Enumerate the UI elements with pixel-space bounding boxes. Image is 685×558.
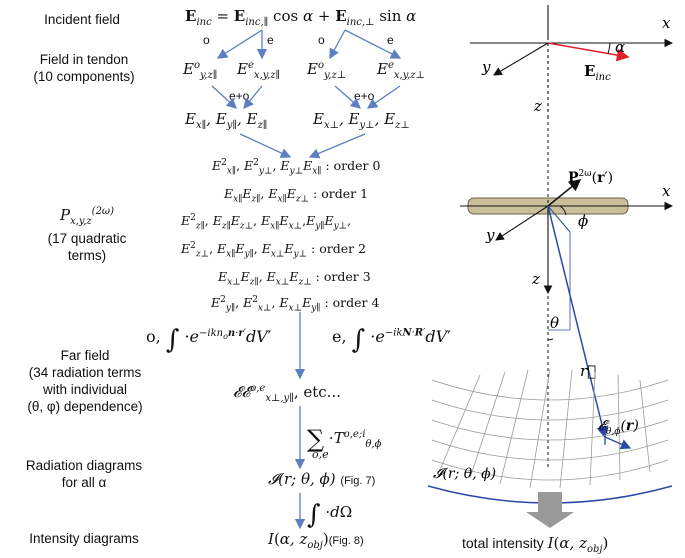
phi-symbol: ϕ [578, 212, 588, 230]
label-far-field: Far field(34 radiation terms with indivi… [27, 348, 143, 414]
incident-vector [547, 42, 630, 62]
arrow-label-e-1: e [267, 33, 274, 47]
alpha-arc [607, 42, 611, 55]
axis-z-top: z [533, 97, 542, 115]
eq-far-field-e: e, ∫ ·e−ikN·R′dV′ [332, 325, 451, 355]
incident-vector-label: Einc [584, 62, 611, 83]
eq-field-par-total: Ex∥, Ey∥, Ez∥ [185, 110, 268, 131]
eq-order-2a: E2z∥, Ez∥Ez⊥, Ex∥Ex⊥,Ey∥Ey⊥, [181, 213, 352, 232]
eq-order-1: Ex∥Ez∥, Ex∥Ez⊥ : order 1 [224, 186, 369, 205]
axis-y-bottom-line [495, 205, 549, 241]
alpha-symbol: α [615, 38, 625, 56]
label-intensity-diagrams: Intensity diagrams [29, 531, 139, 546]
eq-order-3: Ex⊥Ez∥, Ex⊥Ez⊥ : order 3 [218, 269, 371, 288]
p-symbol: Px,y,z(2ω) [59, 206, 114, 227]
eq-incident-field: Einc = Einc,∥ cos α + Einc,⊥ sin α [185, 7, 417, 28]
eq-sum-index: o,e [312, 448, 329, 461]
label-incident-field: Incident field [44, 12, 120, 27]
eq-sum-transmission: ∑ ·To,e;iθ,ϕ [307, 425, 382, 453]
total-intensity-label: total intensity I(α, zobj) [462, 534, 609, 556]
eq-radiation-diagram: 𝓘(r; θ, ϕ) (Fig. 7) [268, 470, 376, 488]
arrow-label-o-1: o [203, 33, 210, 47]
arrow-inc-to-e-perp [344, 29, 402, 59]
field-vector-e [604, 436, 632, 450]
arrow-e-perp-down [366, 85, 401, 109]
arrow-label-e-2: e [387, 33, 394, 47]
eq-order-0: E2x∥, E2y⊥, Ey⊥Ex∥ : order 0 [212, 158, 381, 177]
axis-x-bottom: x [662, 182, 671, 200]
eq-field-e-par: Eex,y,z∥ [237, 60, 281, 81]
theta-symbol: θ [550, 314, 559, 332]
arrow-par-to-quad [239, 133, 292, 158]
eq-order-4: E2y∥, E2x⊥, Ex⊥Ey∥ : order 4 [211, 295, 380, 314]
r-vector-label: r⃗ [580, 362, 596, 380]
axis-y-bottom: y [485, 226, 495, 244]
arrow-inc-to-o-par [216, 29, 263, 59]
eq-intensity-diagram: I(α, zobj)(Fig. 8) [268, 530, 364, 551]
axis-z-bottom: z [531, 270, 540, 288]
eq-field-e-perp: Eex,y,z⊥ [377, 60, 425, 81]
axis-y-top: y [481, 58, 491, 76]
eq-far-field-terms: 𝓔𝓔o,ex⊥,y∥, etc... [233, 383, 341, 404]
eq-integral-solid-angle: ∫ ·dΩ [307, 500, 353, 530]
wavefront-grid [431, 368, 669, 489]
arrow-o-perp-down [334, 85, 361, 109]
eq-order-2b: E2z⊥, Ex∥Ey∥, Ex⊥Ey⊥ : order 2 [181, 241, 367, 260]
arrow-label-o-2: o [318, 33, 325, 47]
polarization-label: P2ω(r′) [568, 169, 613, 186]
eq-field-o-par: Eoy,z∥ [183, 60, 218, 81]
arrow-o-par-down [211, 85, 237, 109]
arrow-e-par-down [243, 85, 263, 110]
arrow-inc-to-o-perp [329, 29, 346, 60]
eq-field-perp-total: Ex⊥, Ey⊥, Ez⊥ [313, 110, 410, 131]
arrow-perp-to-quad [308, 133, 366, 159]
total-intensity-arrow [526, 492, 574, 528]
phi-arc [559, 205, 567, 216]
incident-axes [470, 5, 674, 118]
radiation-label: 𝓘(r; θ, ϕ) [433, 466, 496, 482]
label-field-in-tendon: Field in tendon(10 components) [33, 52, 135, 84]
axis-x-top: x [662, 14, 671, 32]
theta-arc [547, 338, 554, 341]
r-vector [547, 205, 609, 439]
phi-projection [547, 205, 571, 233]
eq-far-field-o: o, ∫ ·e−iknon·r′dV′ [146, 325, 272, 355]
flow-arrows [211, 29, 402, 530]
eq-field-o-perp: Eoy,z⊥ [307, 60, 347, 81]
polarization-vector [547, 179, 582, 207]
